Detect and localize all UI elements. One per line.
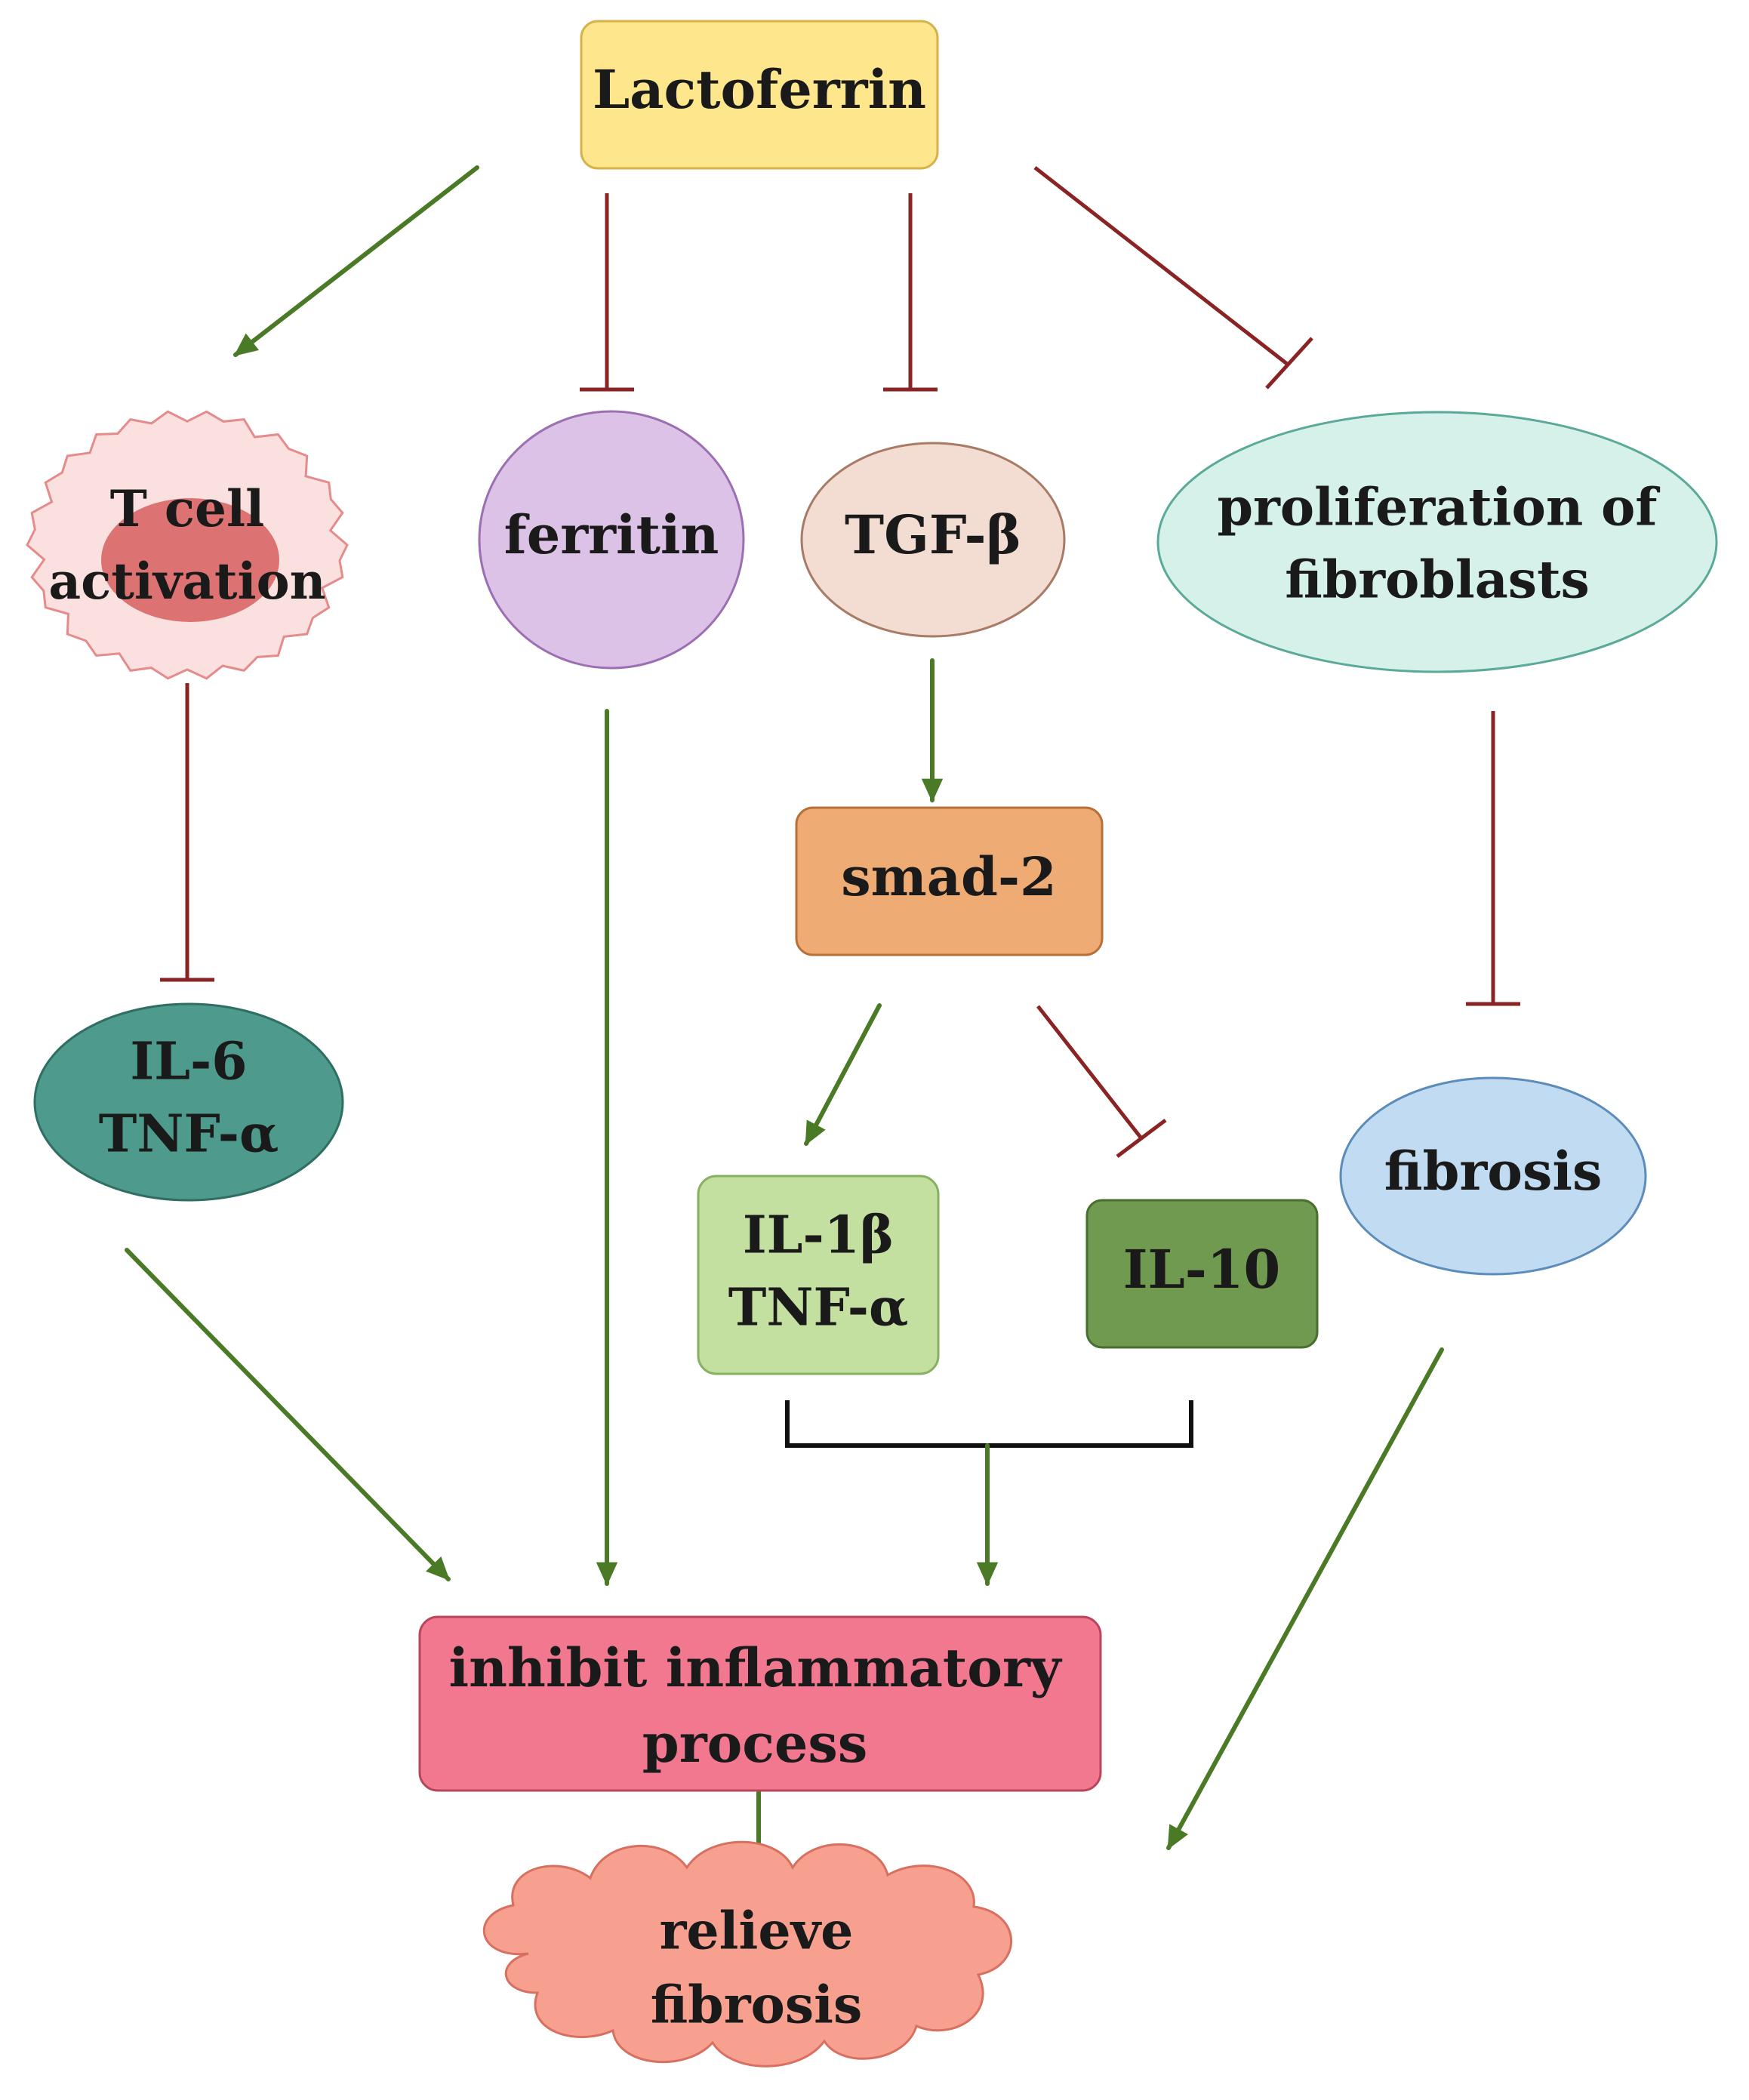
node-relieve: relieve fibrosis: [482, 1840, 1012, 2068]
edge-tcell-il6-inhibition: [160, 683, 214, 982]
node-il10: IL-10: [1085, 1199, 1319, 1349]
node-il6-label-line1: IL-6: [130, 1032, 247, 1092]
node-il10-shape: [1085, 1199, 1319, 1349]
edge-lactoferrin-tcell-arrow: [233, 165, 479, 357]
node-il1b-label-line1: IL-1β: [743, 1205, 894, 1266]
node-inhibit: inhibit inflammatory process: [418, 1615, 1102, 1792]
edge-smad2-il1b-arrow: [804, 1003, 882, 1146]
node-tgfb-label: TGF-β: [845, 503, 1021, 566]
bracket-il1b-il10: [785, 1400, 1193, 1448]
node-tcell-nucleus: [101, 498, 279, 622]
node-fibrosis-shape: [1339, 1076, 1647, 1276]
node-il6-label-line2: TNF-α: [99, 1104, 279, 1165]
node-tcell-label-line2: activation: [48, 552, 325, 611]
node-ferritin-shape: [478, 410, 745, 670]
edge-prolif-fibrosis-inhibition: [1466, 711, 1520, 1006]
node-tcell-label-line1: T cell: [110, 479, 264, 538]
node-lactoferrin: Lactoferrin: [580, 20, 939, 170]
node-smad2-shape: [795, 806, 1104, 956]
edge-smad2-il10-inhibition: [1036, 1005, 1167, 1158]
node-relieve-label-line2: fibrosis: [651, 1975, 863, 2036]
node-inhibit-label-line1: inhibit inflammatory: [448, 1637, 1062, 1699]
node-tcell: T cell activation: [26, 410, 349, 680]
node-inhibit-label-line2: process: [642, 1712, 868, 1775]
node-relieve-shape: [482, 1840, 1012, 2068]
node-il6: IL-6 TNF-α: [33, 1002, 344, 1202]
node-il6-shape: [33, 1002, 344, 1202]
node-tgfb-shape: [800, 442, 1066, 638]
edge-fibrosis-relieve-arrow: [1166, 1347, 1444, 1850]
node-il10-label: IL-10: [1123, 1238, 1280, 1301]
node-prolif-shape: [1156, 411, 1718, 673]
edge-il6-inhibit-arrow: [125, 1248, 451, 1581]
node-smad2: smad-2: [795, 806, 1104, 956]
connectors: [125, 165, 1520, 1882]
node-prolif-label-line1: proliferation of: [1217, 478, 1660, 538]
node-fibrosis-label: fibrosis: [1384, 1140, 1603, 1202]
node-ferritin: ferritin: [478, 410, 745, 670]
node-smad2-label: smad-2: [841, 845, 1057, 908]
edge-lactoferrin-prolif-inhibition: [1033, 166, 1313, 390]
node-il1b-label-line2: TNF-α: [728, 1278, 909, 1338]
node-prolif: proliferation of fibroblasts: [1156, 411, 1718, 673]
node-lactoferrin-label: Lactoferrin: [593, 58, 926, 121]
node-tgfb: TGF-β: [800, 442, 1066, 638]
node-prolif-label-line2: fibroblasts: [1285, 550, 1590, 611]
edge-lactoferrin-tgfb-inhibition: [883, 193, 938, 392]
node-inhibit-shape: [418, 1615, 1102, 1792]
edge-lactoferrin-ferritin-inhibition: [580, 193, 634, 392]
node-lactoferrin-shape: [580, 20, 939, 170]
node-fibrosis: fibrosis: [1339, 1076, 1647, 1276]
node-il1b-shape: [697, 1175, 940, 1375]
node-il1b: IL-1β TNF-α: [697, 1175, 940, 1375]
node-ferritin-label: ferritin: [504, 503, 719, 566]
node-relieve-label-line1: relieve: [660, 1901, 854, 1962]
